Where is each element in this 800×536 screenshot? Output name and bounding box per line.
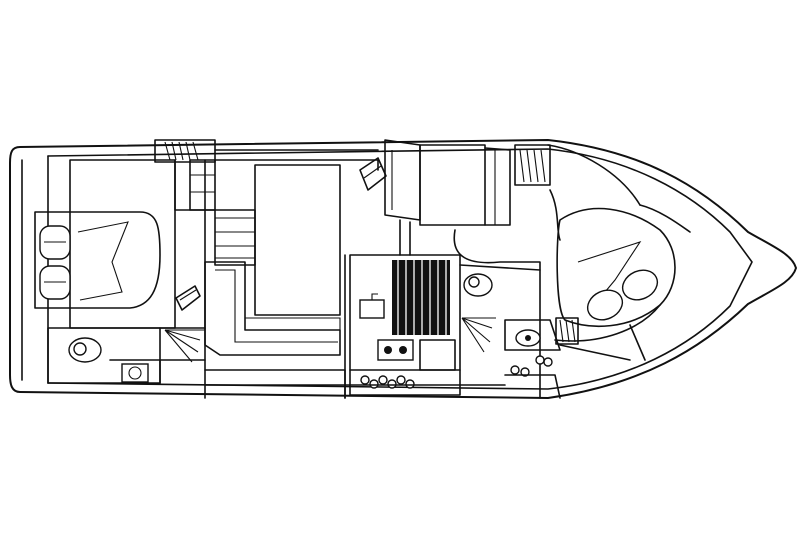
galley-bottle-rack xyxy=(360,375,415,389)
forward-stateroom xyxy=(514,144,691,361)
bulkheads xyxy=(159,327,631,386)
aft-cabin-seat xyxy=(175,285,201,311)
salon-floor xyxy=(254,164,341,316)
aft-cabin xyxy=(34,139,216,329)
companion-steps xyxy=(215,217,255,259)
aft-steps xyxy=(189,159,216,211)
galley-stove-icon xyxy=(377,339,414,361)
hull-inner-line xyxy=(47,148,753,390)
fwd-pillow-right xyxy=(621,269,659,301)
aft-berth-blanket xyxy=(77,221,129,301)
settee-seat xyxy=(419,144,486,226)
forward-head-locker xyxy=(555,317,579,345)
galley-cutting-board xyxy=(392,260,450,335)
aft-head xyxy=(47,327,205,384)
aft-shower-door xyxy=(164,329,205,363)
forward-settee xyxy=(384,139,541,271)
salon-dinette xyxy=(204,164,346,399)
forward-shower-door xyxy=(461,317,496,353)
aft-berth xyxy=(34,211,161,309)
salon-grab-rail xyxy=(359,157,387,191)
aft-hanging-locker xyxy=(154,139,216,163)
galley xyxy=(349,254,461,396)
galley-sink-icon xyxy=(359,299,385,319)
fwd-pillow-left xyxy=(586,289,624,321)
aft-sink-icon xyxy=(121,363,149,383)
forward-head xyxy=(459,264,579,399)
galley-counter xyxy=(349,254,461,396)
l-settee xyxy=(204,261,341,356)
forward-hanging-locker xyxy=(514,144,551,186)
v-berth-blanket xyxy=(577,240,642,299)
aft-head-wall xyxy=(47,327,161,384)
dinette-table xyxy=(453,229,541,271)
